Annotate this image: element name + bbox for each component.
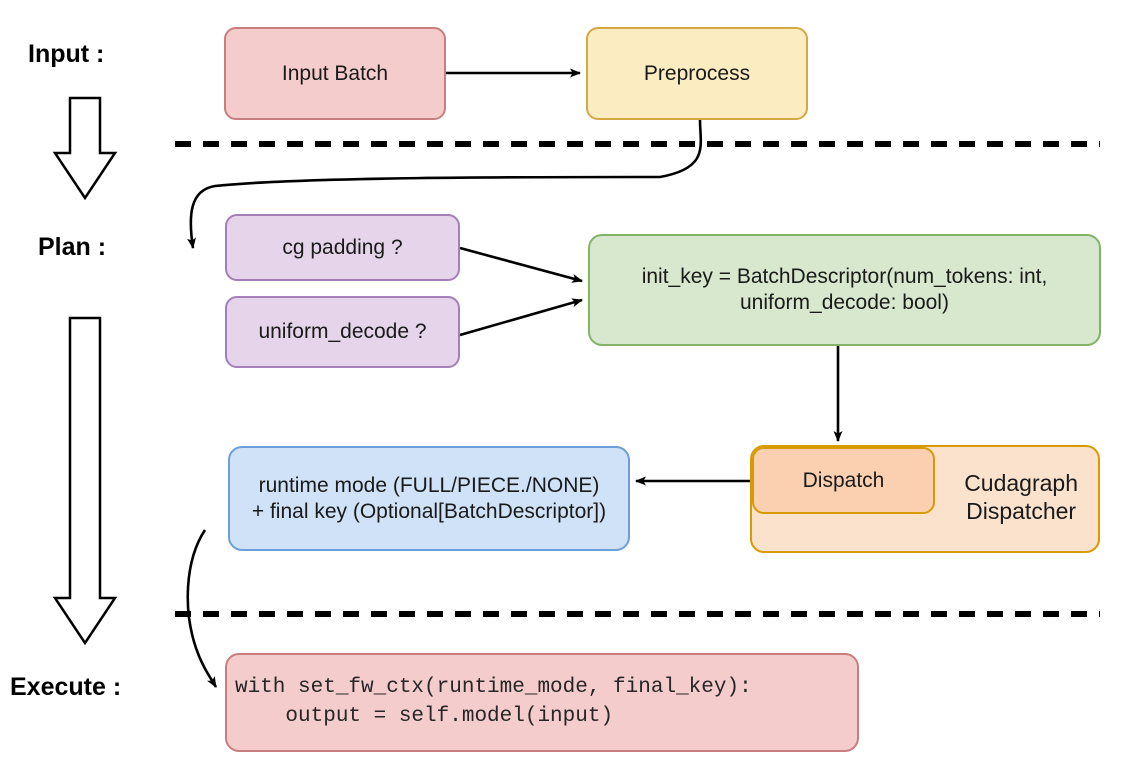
stage-label-execute: Execute : <box>10 673 122 701</box>
uniform-decode-node[interactable]: uniform_decode ? <box>225 296 460 368</box>
connector-cg-padding-to-init-key <box>459 246 583 283</box>
preprocess-node[interactable]: Preprocess <box>586 27 808 120</box>
runtime-mode-node[interactable]: runtime mode (FULL/PIECE./NONE) + final … <box>228 446 630 551</box>
stage-label-plan: Plan : <box>38 233 107 261</box>
input-batch-node[interactable]: Input Batch <box>224 27 446 120</box>
stage-arrow-input-to-plan <box>52 96 118 201</box>
init-key-node[interactable]: init_key = BatchDescriptor(num_tokens: i… <box>588 234 1101 346</box>
stage-label-input: Input : <box>28 40 105 68</box>
execute-code-node[interactable]: with set_fw_ctx(runtime_mode, final_key)… <box>225 653 859 752</box>
connector-uniform-decode-to-init-key <box>459 298 583 337</box>
cg-padding-node[interactable]: cg padding ? <box>225 214 460 281</box>
stage-arrow-plan-to-execute <box>52 316 118 646</box>
connector-runtime-mode-to-execute <box>186 529 218 688</box>
dispatch-node[interactable]: Dispatch <box>752 447 935 514</box>
